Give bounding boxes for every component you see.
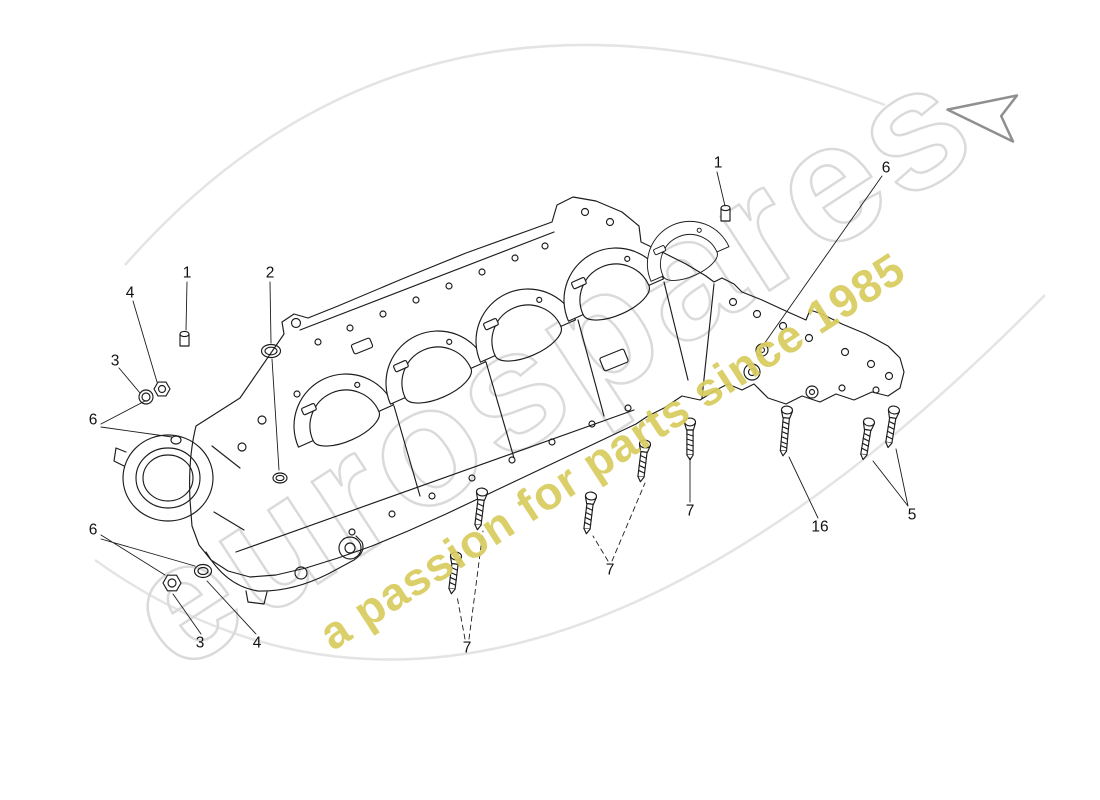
plug-part-1-left (179, 330, 190, 347)
hex-plug-bottom (162, 574, 182, 592)
callout-part-4[interactable]: 4 (125, 284, 135, 302)
callout-part-4[interactable]: 4 (252, 634, 262, 652)
seal-ring-top (138, 389, 154, 405)
callout-part-3[interactable]: 3 (110, 352, 120, 370)
sump-body-outline (189, 196, 905, 578)
callout-part-6[interactable]: 6 (88, 521, 98, 539)
bolt-holes (237, 207, 894, 536)
callout-part-1[interactable]: 1 (182, 264, 192, 282)
plug-part-1-right (720, 204, 731, 222)
o-ring-part-2 (260, 343, 282, 359)
small-parts (138, 204, 731, 592)
left-housing (113, 434, 288, 531)
callout-part-1[interactable]: 1 (713, 154, 723, 172)
hex-plug-top (153, 381, 171, 397)
direction-arrow-icon[interactable] (944, 84, 1021, 143)
callout-part-5[interactable]: 5 (907, 506, 917, 524)
seal-ring-bottom (193, 563, 213, 579)
callout-part-7[interactable]: 7 (605, 561, 615, 579)
callout-part-6[interactable]: 6 (88, 411, 98, 429)
callout-part-16[interactable]: 16 (811, 518, 829, 536)
support-arm (205, 535, 364, 605)
callout-part-6[interactable]: 6 (881, 159, 891, 177)
callout-part-7[interactable]: 7 (462, 639, 472, 657)
callout-part-2[interactable]: 2 (265, 264, 275, 282)
callout-part-7[interactable]: 7 (685, 502, 695, 520)
leader-lines (100, 171, 909, 640)
callout-part-3[interactable]: 3 (195, 634, 205, 652)
